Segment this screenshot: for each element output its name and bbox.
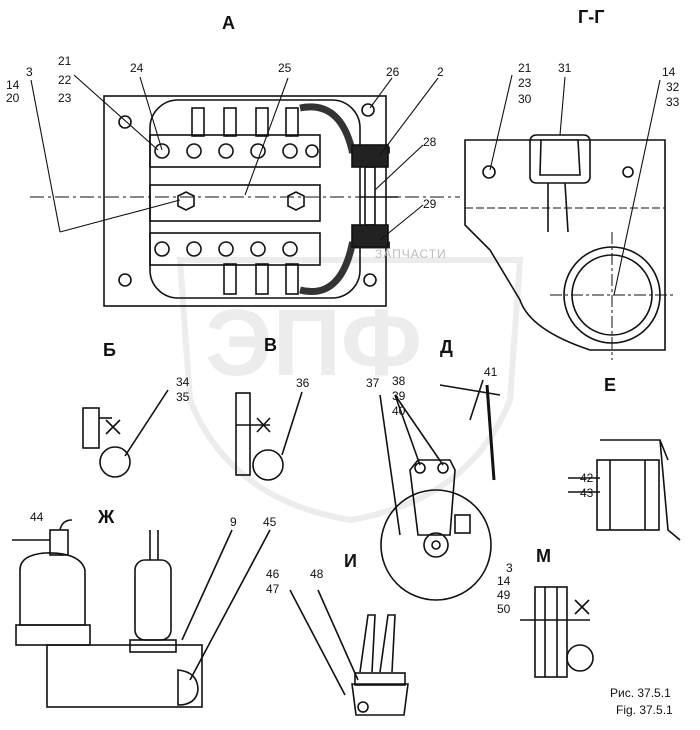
watermark-text: ЗАПЧАСТИ (375, 247, 447, 261)
part-label: 36 (296, 376, 310, 390)
figure-caption-ru: Рис. 37.5.1 (610, 686, 671, 700)
part-label: 48 (310, 567, 324, 581)
part-label: 22 (58, 73, 72, 87)
view-title-e: Е (604, 375, 617, 395)
part-label: 29 (423, 197, 437, 211)
view-d-pulley (379, 379, 501, 601)
part-label: 26 (386, 65, 400, 79)
part-label: 28 (423, 135, 437, 149)
watermark-letters: ЭПФ (205, 290, 422, 396)
part-label: 38 (392, 374, 406, 388)
part-label: 46 (266, 567, 280, 581)
view-title-i: И (344, 551, 357, 571)
view-title-d: Д (440, 337, 453, 357)
part-label: 33 (666, 95, 680, 109)
part-label: 2 (437, 65, 444, 79)
part-label: 40 (392, 404, 406, 418)
part-label: 35 (176, 390, 190, 404)
part-label: 14 (662, 65, 676, 79)
view-title-m: М (536, 546, 551, 566)
part-label: 9 (230, 515, 237, 529)
view-title-gg: Г-Г (578, 7, 605, 27)
part-label: 42 (580, 471, 594, 485)
view-e-connector (568, 439, 681, 541)
view-m-clamp (520, 586, 594, 678)
part-label: 31 (558, 61, 572, 75)
part-label: 23 (518, 76, 532, 90)
figure-caption-en: Fig. 37.5.1 (616, 703, 673, 717)
svg-text:ЭПФ: ЭПФ (205, 290, 422, 396)
part-label: 3 (506, 561, 513, 575)
part-label: 25 (278, 61, 292, 75)
lower-terminal-posts (154, 241, 299, 295)
view-title-zh: Ж (98, 507, 115, 527)
part-label: 43 (580, 486, 594, 500)
view-b-clamp (82, 389, 169, 478)
part-label: 32 (666, 80, 680, 94)
view-title-b: Б (103, 340, 116, 360)
part-label: 49 (497, 588, 511, 602)
part-label: 14 (6, 78, 20, 92)
part-label: 14 (497, 574, 511, 588)
view-a-terminal-box (30, 95, 460, 307)
upper-terminal-posts (154, 107, 319, 159)
part-label: 3 (26, 65, 33, 79)
view-title-v: В (264, 335, 277, 355)
view-v-clamp (235, 391, 303, 481)
part-label: 39 (392, 389, 406, 403)
part-label: 21 (58, 54, 72, 68)
part-label: 23 (58, 91, 72, 105)
view-i-terminal (289, 589, 409, 716)
view-title-a: А (222, 13, 235, 33)
part-label: 50 (497, 602, 511, 616)
part-label: 24 (130, 61, 144, 75)
part-label: 37 (366, 376, 380, 390)
part-label: 41 (484, 365, 498, 379)
view-zh-sensor (12, 519, 271, 708)
part-label: 34 (176, 375, 190, 389)
part-label: 21 (518, 61, 532, 75)
view-gg-bracket (464, 134, 675, 360)
part-label: 44 (30, 510, 44, 524)
part-label: 47 (266, 582, 280, 596)
part-label: 30 (518, 92, 532, 106)
part-label: 20 (6, 91, 20, 105)
leader-lines-top (30, 74, 661, 296)
part-label: 45 (263, 515, 277, 529)
